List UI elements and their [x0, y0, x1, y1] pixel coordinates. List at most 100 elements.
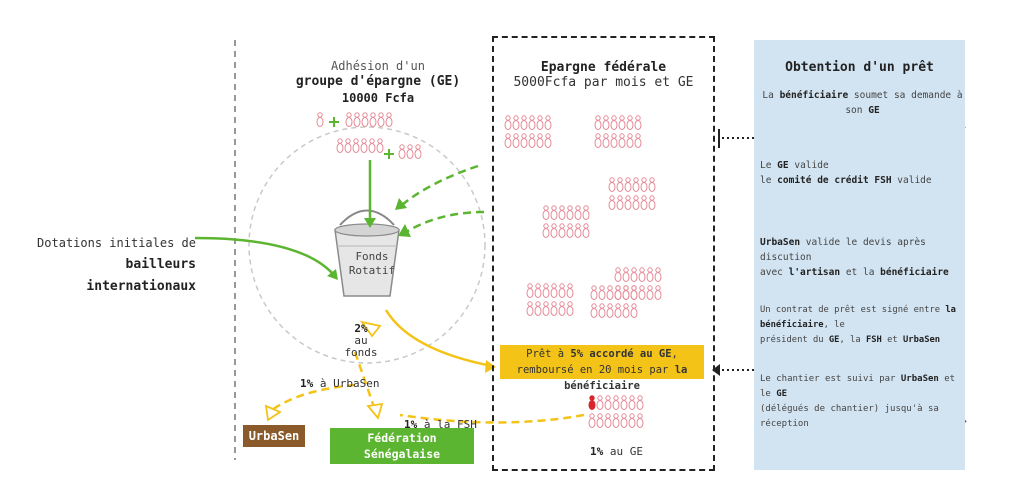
person-icon	[612, 413, 620, 428]
step4-l1a: Un contrat de prêt est signé entre	[760, 305, 946, 315]
person-icon	[542, 301, 550, 316]
person-icon	[520, 115, 528, 130]
person-icon	[316, 112, 324, 127]
step-3: UrbaSen valide le devis après discution …	[760, 235, 965, 280]
step3-l2d: bénéficiaire	[880, 267, 949, 278]
pret-line1-b: 5% accordé au GE	[570, 348, 672, 360]
adhesion-ge-title: Adhésion d'un groupe d'épargne (GE) 1000…	[278, 58, 478, 106]
fee-fonds-pct: 2%	[354, 322, 368, 335]
person-icon	[618, 133, 626, 148]
step3-l2b: l'artisan	[788, 267, 841, 278]
step4-l2e: et	[881, 335, 904, 345]
step5-l1a: Le chantier est suivi par	[760, 374, 901, 384]
person-icon	[558, 223, 566, 238]
fee-urbasen: 1% à UrbaSen	[300, 377, 379, 390]
step4-line1: Un contrat de prêt est signé entre la bé…	[760, 303, 965, 333]
step5-l1c: et le	[760, 374, 956, 399]
step4-l1c: , le	[823, 320, 845, 330]
person-icon	[582, 205, 590, 220]
dotations-line2: bailleurs internationaux	[86, 257, 196, 294]
person-icon	[622, 303, 630, 318]
person-icon	[566, 283, 574, 298]
person-icon	[598, 303, 606, 318]
person-icon	[368, 138, 376, 153]
black-dotted-arrows	[712, 129, 754, 376]
step2-line1: Le GE valide	[760, 158, 965, 173]
pret-box: Prêt à 5% accordé au GE, remboursé en 20…	[500, 345, 704, 392]
urbasen-box: UrbaSen	[243, 425, 305, 447]
person-icon	[369, 112, 377, 127]
person-icon	[630, 285, 638, 300]
person-icon	[628, 413, 636, 428]
person-icon	[574, 223, 582, 238]
pret-line1-c: ,	[671, 348, 678, 360]
person-icon	[526, 301, 534, 316]
person-icon	[377, 112, 385, 127]
person-icon	[353, 112, 361, 127]
person-icon	[566, 205, 574, 220]
person-icon	[361, 112, 369, 127]
fee-urbasen-pct: 1%	[300, 377, 314, 390]
person-icon	[610, 115, 618, 130]
person-icon	[598, 285, 606, 300]
person-icon	[634, 115, 642, 130]
person-icon	[542, 205, 550, 220]
person-icon	[608, 195, 616, 210]
green-arrows	[194, 160, 485, 280]
person-icon	[534, 301, 542, 316]
person-icon	[634, 133, 642, 148]
person-icon	[632, 177, 640, 192]
step4-line2: président du GE, la FSH et UrbaSen	[760, 333, 965, 348]
fonds-line1: Fonds	[355, 250, 389, 263]
person-icon	[626, 115, 634, 130]
person-icon	[604, 413, 612, 428]
step2-l2b: comité de crédit FSH	[777, 175, 892, 186]
pret-line2-b: la bénéficiaire	[564, 364, 688, 392]
step4-l2f: UrbaSen	[903, 335, 941, 345]
person-icon	[654, 267, 662, 282]
person-icon	[558, 205, 566, 220]
step1-a: La	[762, 90, 780, 101]
person-icon	[624, 177, 632, 192]
fee-fsh-pct: 1%	[404, 418, 418, 431]
person-icon	[574, 205, 582, 220]
yellow-arrows	[264, 309, 585, 424]
step3-line2: avec l'artisan et la bénéficiaire	[760, 265, 965, 280]
person-icon	[622, 285, 630, 300]
step-5: Le chantier est suivi par UrbaSen et le …	[760, 372, 965, 432]
person-icon	[616, 195, 624, 210]
step4-l2b: GE	[828, 335, 840, 345]
step4-l2a: président du	[760, 335, 829, 345]
person-icon	[504, 133, 512, 148]
person-icon	[512, 115, 520, 130]
person-icon	[594, 133, 602, 148]
person-icon	[550, 283, 558, 298]
step5-line1: Le chantier est suivi par UrbaSen et le …	[760, 372, 965, 402]
person-icon	[648, 195, 656, 210]
person-icon	[620, 413, 628, 428]
person-icon	[534, 283, 542, 298]
person-icon	[632, 195, 640, 210]
step2-l2c: valide	[891, 175, 932, 186]
person-icon	[566, 301, 574, 316]
epargne-title: Epargne fédérale 5000Fcfa par mois et GE	[492, 60, 715, 90]
person-icon	[624, 195, 632, 210]
fsh-line1: Fédération Sénégalaise	[363, 431, 441, 461]
person-icon	[588, 395, 596, 410]
epargne-subtitle: 5000Fcfa par mois et GE	[513, 75, 694, 90]
person-icon	[528, 133, 536, 148]
person-icon	[602, 115, 610, 130]
person-icon	[344, 138, 352, 153]
person-icon	[618, 115, 626, 130]
person-icon	[614, 303, 622, 318]
pret-line2: remboursé en 20 mois par la bénéficiaire	[500, 362, 704, 394]
person-icon	[596, 395, 604, 410]
person-icon	[414, 144, 422, 159]
person-icon	[614, 267, 622, 282]
person-icon	[398, 144, 406, 159]
step4-l1b: la bénéficiaire	[760, 305, 956, 330]
step3-l1b: valide le devis après discution	[760, 237, 926, 263]
step2-l1c: valide	[788, 160, 829, 171]
person-icon	[352, 138, 360, 153]
fee-ge-pct: 1%	[590, 445, 604, 458]
